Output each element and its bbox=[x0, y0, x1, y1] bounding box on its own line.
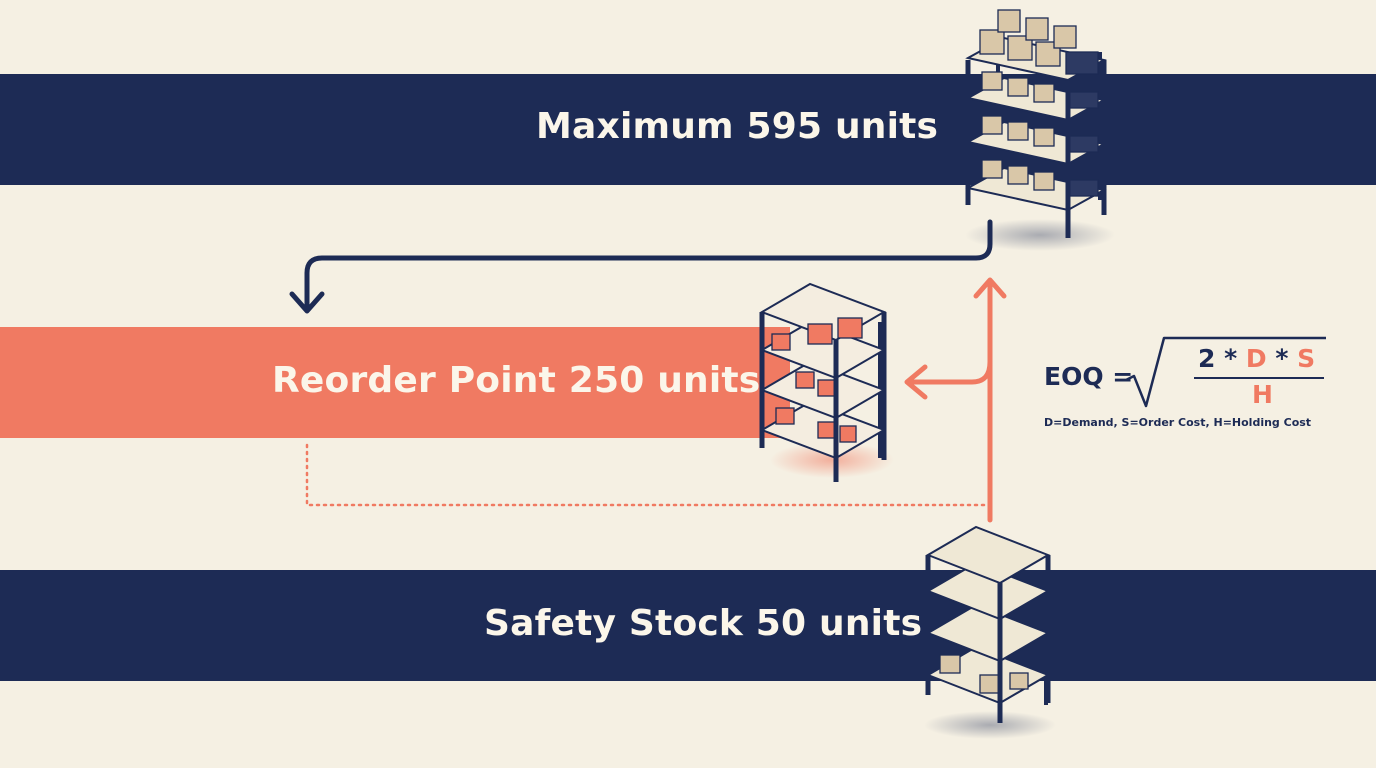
eoq-label: EOQ = bbox=[1044, 362, 1134, 391]
lead-time-dotted-line bbox=[305, 443, 990, 507]
up-arrow-icon bbox=[973, 277, 1007, 523]
fraction-bar bbox=[1194, 377, 1324, 379]
left-arrow-icon bbox=[904, 359, 993, 400]
square-root-icon bbox=[1126, 336, 1326, 408]
maximum-level-band bbox=[0, 74, 1376, 185]
half-shelf-icon bbox=[759, 282, 894, 482]
numerator-operator: * bbox=[1266, 344, 1298, 373]
safety-stock-label: Safety Stock 50 units bbox=[484, 603, 923, 644]
eoq-denominator: H bbox=[1252, 380, 1273, 409]
full-shelf-icon bbox=[965, 9, 1115, 251]
reorder-point-label: Reorder Point 250 units bbox=[272, 360, 761, 401]
eoq-formula: EOQ = 2 * D * S H bbox=[1044, 336, 1364, 416]
numerator-order-cost: S bbox=[1297, 344, 1316, 373]
numerator-constant: 2 * bbox=[1198, 344, 1246, 373]
reorder-point-band bbox=[0, 327, 790, 438]
numerator-demand: D bbox=[1245, 344, 1267, 373]
empty-shelf-icon bbox=[924, 525, 1056, 739]
eoq-numerator: 2 * D * S bbox=[1198, 344, 1315, 373]
safety-stock-band bbox=[0, 570, 1376, 681]
down-arrow-icon bbox=[289, 219, 993, 314]
maximum-level-label: Maximum 595 units bbox=[536, 106, 939, 147]
eoq-variable-legend: D=Demand, S=Order Cost, H=Holding Cost bbox=[1044, 416, 1312, 429]
